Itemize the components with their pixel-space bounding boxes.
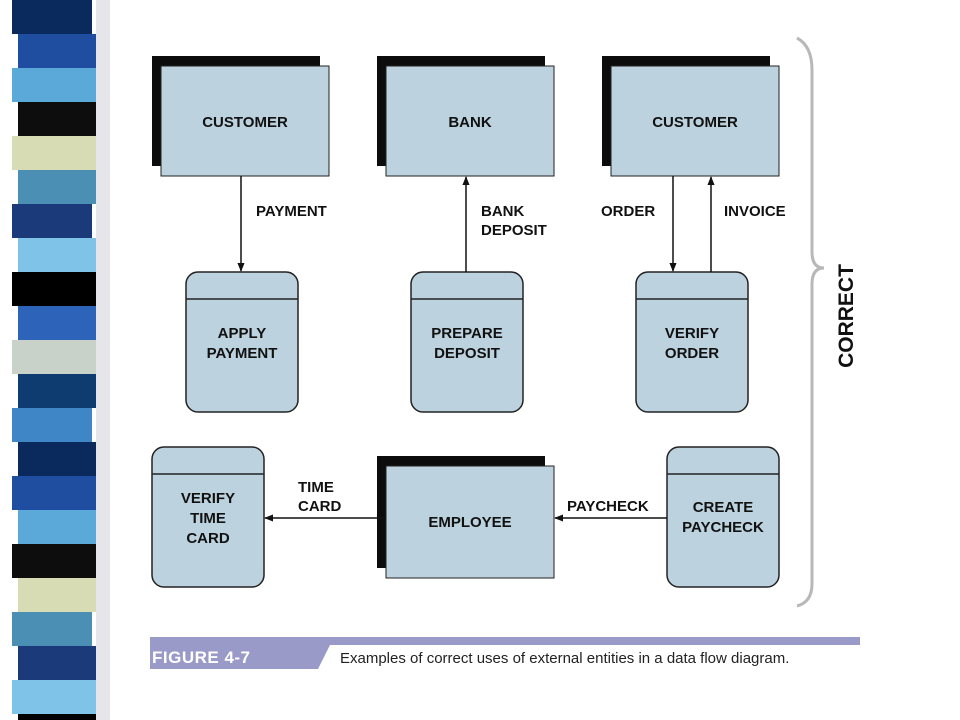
process-verify-order: VERIFY ORDER	[635, 271, 749, 413]
strip-block	[12, 476, 102, 510]
flow-label-bank-deposit-line: DEPOSIT	[481, 222, 547, 239]
process-prepare-deposit: PREPARE DEPOSIT	[410, 271, 524, 413]
process-label-line: PREPARE	[431, 325, 502, 342]
process-create-paycheck: CREATE PAYCHECK	[666, 446, 780, 588]
figure-caption: Examples of correct uses of external ent…	[340, 650, 790, 667]
process-label-line: CREATE	[693, 499, 754, 516]
process-label-line: VERIFY	[665, 325, 719, 342]
strip-block	[18, 306, 98, 340]
entity-label: BANK	[448, 114, 491, 131]
process-label-line: APPLY	[218, 325, 267, 342]
strip-block	[12, 340, 97, 374]
strip-block	[12, 680, 102, 714]
figure-rule	[150, 637, 860, 645]
entity-label: CUSTOMER	[202, 114, 288, 131]
process-label-line: TIME	[190, 510, 226, 527]
strip-block	[18, 442, 103, 476]
strip-block	[12, 544, 97, 578]
flow-label-invoice: INVOICE	[724, 203, 786, 220]
flow-label-paycheck: PAYCHECK	[567, 498, 649, 515]
flow-label-time-card-line: CARD	[298, 498, 341, 515]
entity-label: CUSTOMER	[652, 114, 738, 131]
flow-label-time-card-line: TIME	[298, 479, 334, 496]
entity-customer-payment: CUSTOMER	[152, 56, 330, 177]
process-label-line: PAYCHECK	[682, 519, 764, 536]
strip-block	[12, 204, 92, 238]
strip-block	[18, 34, 103, 68]
strip-shadow	[96, 0, 110, 720]
flow-label-payment: PAYMENT	[256, 203, 327, 220]
entity-employee: EMPLOYEE	[377, 456, 555, 579]
strip-block	[12, 68, 102, 102]
entity-bank: BANK	[377, 56, 555, 177]
process-label-line: VERIFY	[181, 490, 235, 507]
strip-block	[18, 170, 108, 204]
strip-block	[18, 374, 108, 408]
figure-tab	[150, 645, 330, 669]
strip-block	[18, 578, 108, 612]
strip-block	[12, 408, 92, 442]
process-verify-time-card: VERIFY TIME CARD	[151, 446, 265, 588]
strip-block	[18, 510, 98, 544]
process-label-line: CARD	[186, 530, 229, 547]
brace	[796, 36, 825, 608]
strip-block	[12, 136, 97, 170]
strip-block	[12, 612, 92, 646]
entity-label: EMPLOYEE	[428, 514, 511, 531]
strip-block	[18, 646, 103, 680]
entity-customer-order: CUSTOMER	[602, 56, 780, 177]
process-label-line: ORDER	[665, 345, 719, 362]
strip-block	[18, 714, 98, 720]
decorative-side-strip	[12, 0, 110, 720]
figure-number: FIGURE 4-7	[152, 648, 251, 667]
strip-block	[18, 102, 98, 136]
strip-block	[12, 272, 102, 306]
strip-block	[18, 238, 103, 272]
strip-block	[12, 0, 92, 34]
correct-label: CORRECT	[835, 264, 858, 368]
flow-label-bank-deposit-line: BANK	[481, 203, 524, 220]
process-label-line: PAYMENT	[207, 345, 278, 362]
flow-label-order: ORDER	[601, 203, 655, 220]
process-apply-payment: APPLY PAYMENT	[185, 271, 299, 413]
process-label-line: DEPOSIT	[434, 345, 500, 362]
